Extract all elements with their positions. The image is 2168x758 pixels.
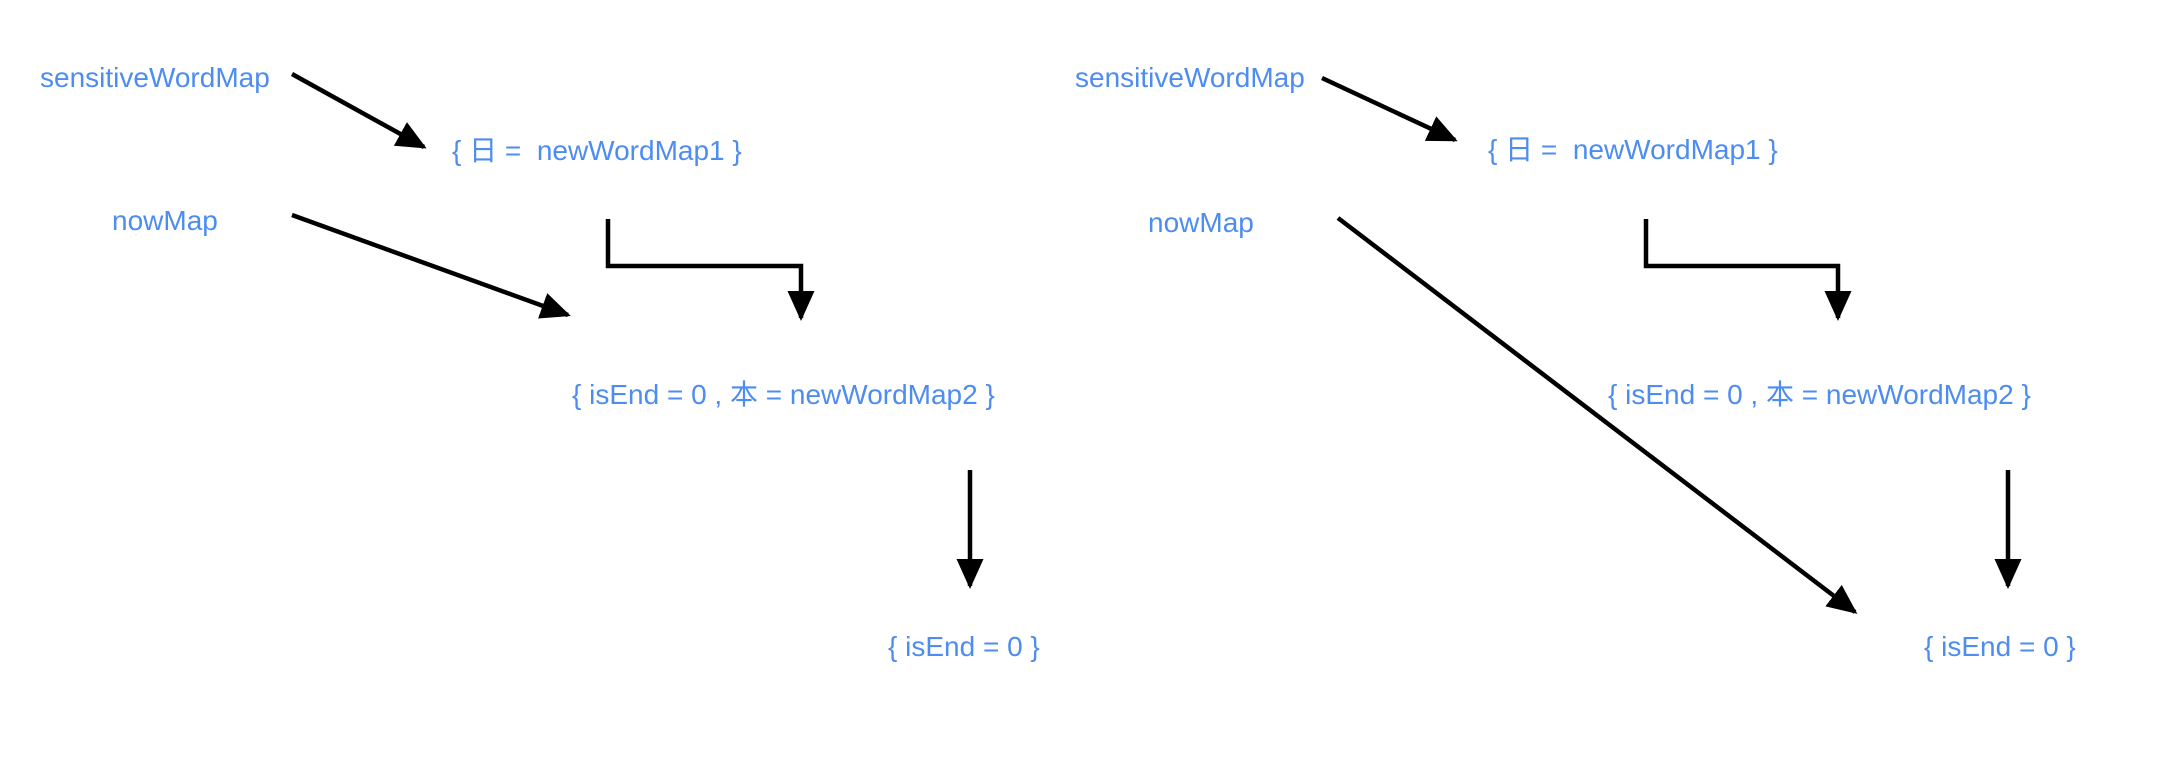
arrow-sensitivewordmap-to-newwordmap1-right bbox=[1321, 75, 1458, 143]
node-sensitivewordmap-right: sensitiveWordMap bbox=[1075, 62, 1305, 93]
node-newwordmap2-left: { isEnd = 0 , 本 = newWordMap2 } bbox=[572, 379, 995, 410]
arrow-nowmap-to-newwordmap2-left bbox=[291, 212, 571, 319]
node-nowmap-left: nowMap bbox=[112, 205, 218, 236]
node-sensitivewordmap-left: sensitiveWordMap bbox=[40, 62, 270, 93]
arrow-sensitivewordmap-to-newwordmap1-left bbox=[290, 72, 427, 149]
arrow-newwordmap1-to-newwordmap2-elbow-left bbox=[605, 219, 815, 321]
node-nowmap-right: nowMap bbox=[1148, 207, 1254, 238]
node-isend-right: { isEnd = 0 } bbox=[1924, 631, 2076, 662]
arrow-newwordmap1-to-newwordmap2-elbow-right bbox=[1643, 219, 1852, 321]
node-isend-left: { isEnd = 0 } bbox=[888, 631, 1040, 662]
node-newwordmap1-right: { 日 = newWordMap1 } bbox=[1488, 134, 1778, 165]
node-newwordmap1-left: { 日 = newWordMap1 } bbox=[452, 135, 742, 166]
arrow-nowmap-to-isend-right bbox=[1336, 216, 1858, 614]
node-newwordmap2-right: { isEnd = 0 , 本 = newWordMap2 } bbox=[1608, 379, 2031, 410]
